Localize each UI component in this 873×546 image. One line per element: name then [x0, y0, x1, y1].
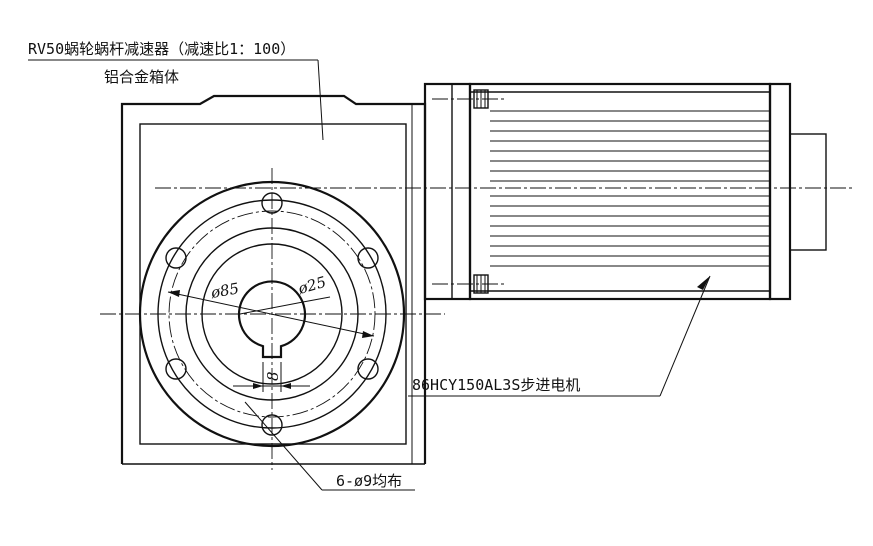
holes-label: 6-ø9均布 — [336, 472, 402, 490]
pcd-dimension: ø85 — [209, 279, 241, 302]
center-lines — [100, 168, 855, 470]
cooling-fins — [490, 110, 770, 267]
dimension-lines — [167, 290, 375, 392]
motor-label: 86HCY150AL3S步进电机 — [412, 376, 580, 394]
reducer-label-line2: 铝合金箱体 — [104, 68, 179, 86]
reducer-label-line1: RV50蜗轮蜗杆减速器（减速比1：100） — [28, 40, 295, 58]
reducer-housing — [120, 94, 427, 465]
mounting-hole — [165, 358, 187, 380]
mounting-hole — [357, 358, 379, 380]
motor-screw-top — [432, 89, 505, 109]
mounting-hole — [165, 247, 187, 269]
leader-lines — [28, 59, 711, 491]
mounting-hole — [357, 247, 379, 269]
motor-screw-bottom — [432, 274, 505, 294]
bore-dimension: ø25 — [295, 273, 328, 298]
stepper-motor — [423, 82, 827, 301]
key-dimension: 8 — [264, 371, 282, 381]
shaft-bore — [237, 280, 307, 359]
